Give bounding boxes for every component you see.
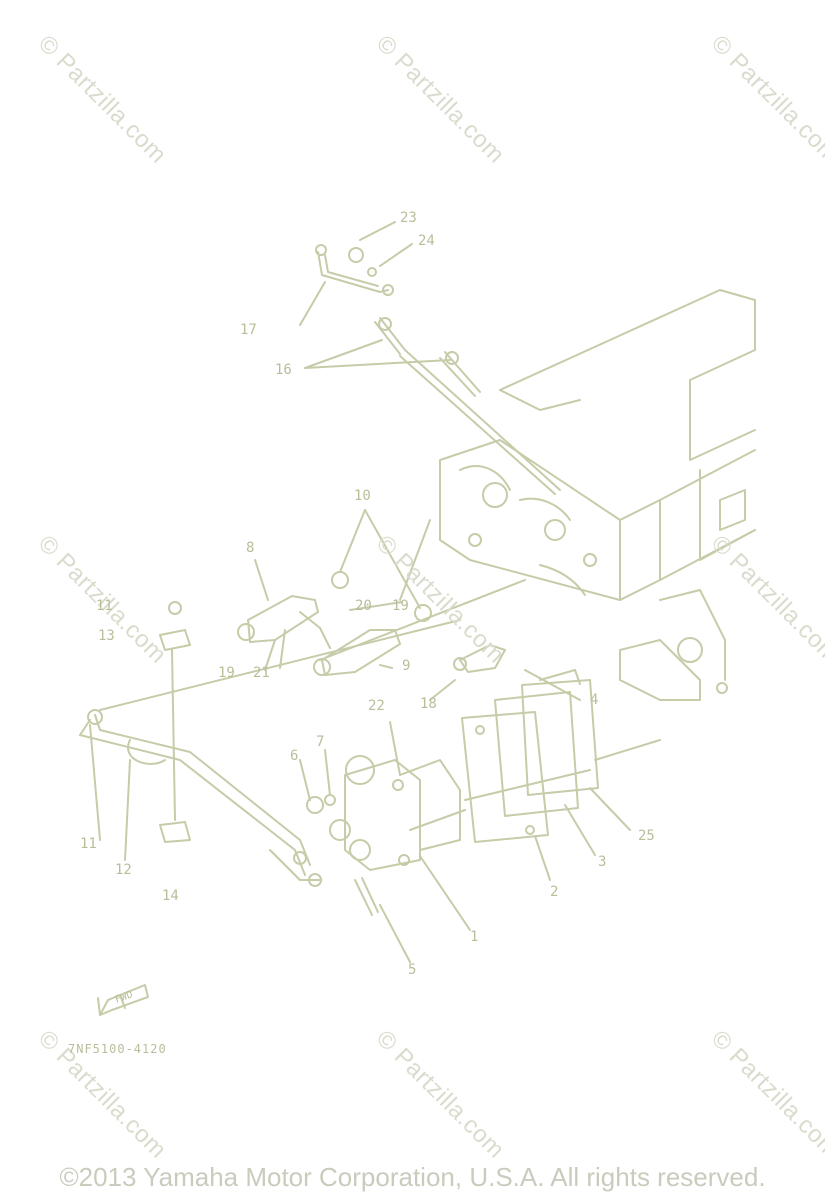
callout-2: 2: [550, 884, 559, 900]
forward-arrow: [98, 985, 148, 1015]
callout-3: 3: [598, 854, 607, 870]
clamp: [160, 602, 190, 842]
callout-1: 1: [470, 929, 479, 945]
callout-19a: 19: [392, 598, 409, 614]
callout-25: 25: [638, 828, 655, 844]
engine-block: [440, 290, 755, 700]
callout-23: 23: [400, 210, 417, 226]
callout-9: 9: [402, 658, 411, 674]
callout-21: 21: [253, 665, 270, 681]
callout-10: 10: [354, 488, 371, 504]
callout-20: 20: [355, 598, 372, 614]
gaskets: [462, 670, 598, 842]
callout-5: 5: [408, 962, 417, 978]
callout-13: 13: [98, 628, 115, 644]
oil-pipes-lower: [80, 710, 321, 886]
callout-7: 7: [316, 734, 325, 750]
copyright-notice: ©2013 Yamaha Motor Corporation, U.S.A. A…: [59, 1162, 766, 1192]
callout-4: 4: [590, 692, 599, 708]
callout-22: 22: [368, 698, 385, 714]
callout-17: 17: [240, 322, 257, 338]
callout-11a: 11: [96, 598, 113, 614]
callout-19b: 19: [218, 665, 235, 681]
callout-14: 14: [162, 888, 179, 904]
callout-16: 16: [275, 362, 292, 378]
callout-8: 8: [246, 540, 255, 556]
callout-6: 6: [290, 748, 299, 764]
callout-11b: 11: [80, 836, 97, 852]
oil-lines-upper: [300, 222, 560, 494]
sensors: [238, 572, 505, 675]
callout-24: 24: [418, 233, 435, 249]
part-code: 7NF5100-4120: [68, 1042, 167, 1056]
callout-18: 18: [420, 696, 437, 712]
pump-assembly: [307, 756, 460, 915]
leader-lines: [100, 510, 660, 962]
callout-12: 12: [115, 862, 132, 878]
